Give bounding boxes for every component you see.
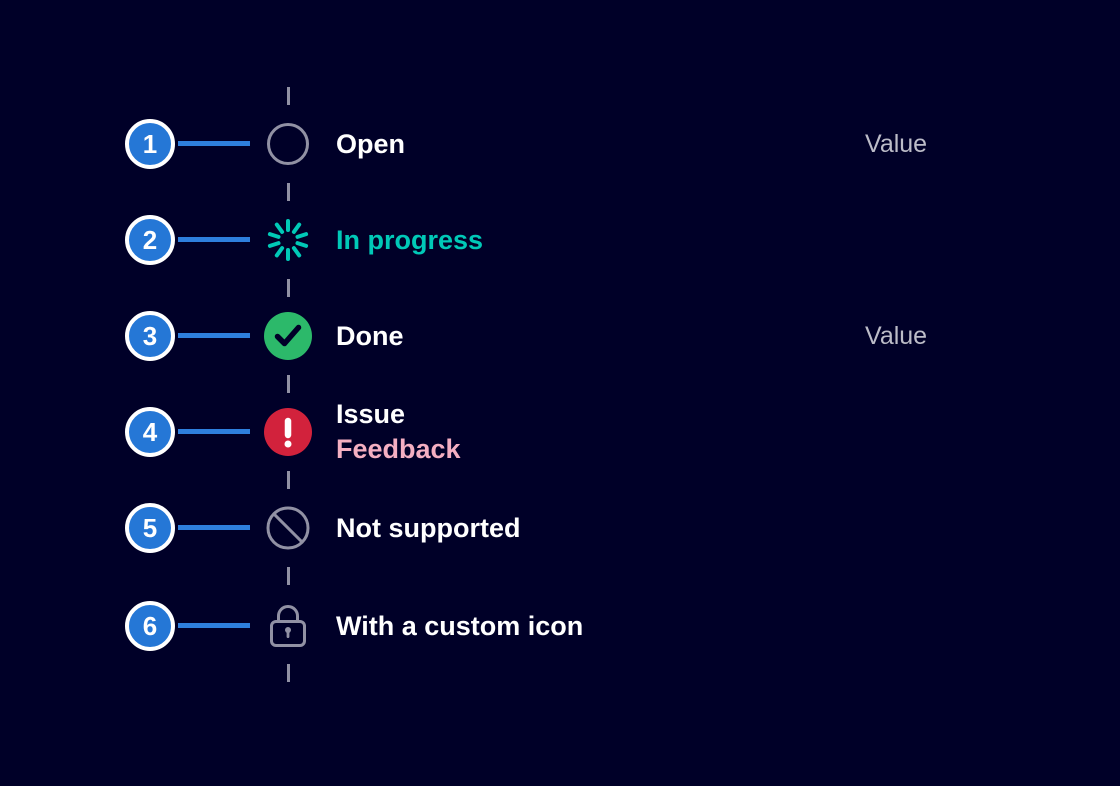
issue-label: Issue [336, 399, 406, 429]
timeline-item-label: With a custom icon [336, 611, 584, 641]
timeline-item-label: Issue Feedback [336, 397, 461, 467]
annotation-number: 2 [142, 224, 158, 255]
annotation-badge-2[interactable]: 2 [125, 215, 175, 265]
timeline-dash [287, 87, 290, 105]
timeline-dash [287, 375, 290, 393]
timeline-dash [287, 183, 290, 201]
timeline-dash [287, 471, 290, 489]
connector-line [178, 623, 250, 628]
annotation-badge-3[interactable]: 3 [125, 311, 175, 361]
check-circle-icon [264, 312, 312, 360]
timeline-dash [287, 279, 290, 297]
connector-line [178, 237, 250, 242]
annotation-badge-1[interactable]: 1 [125, 119, 175, 169]
connector-line [178, 333, 250, 338]
timeline-item-label: Not supported [336, 513, 521, 543]
feedback-label: Feedback [336, 434, 461, 464]
timeline-item-label: In progress [336, 225, 484, 255]
annotation-number: 3 [142, 320, 158, 351]
spinner-icon [267, 219, 309, 261]
prohibited-icon [266, 506, 310, 550]
timeline-item-value: Value [865, 130, 928, 158]
annotation-number: 1 [142, 128, 158, 159]
connector-line [178, 429, 250, 434]
annotation-badge-5[interactable]: 5 [125, 503, 175, 553]
timeline-dash [287, 567, 290, 585]
annotation-number: 5 [142, 512, 158, 543]
timeline-dash [287, 664, 290, 682]
timeline-item-label: Open [336, 129, 406, 159]
annotation-number: 6 [142, 610, 158, 641]
annotation-badge-6[interactable]: 6 [125, 601, 175, 651]
annotation-badge-4[interactable]: 4 [125, 407, 175, 457]
lock-icon [270, 605, 306, 647]
annotation-number: 4 [142, 416, 158, 447]
open-circle-icon [267, 123, 309, 165]
alert-circle-icon [264, 408, 312, 456]
connector-line [178, 141, 250, 146]
connector-line [178, 525, 250, 530]
timeline-item-value: Value [865, 322, 928, 350]
timeline-item-label: Done [336, 321, 404, 351]
